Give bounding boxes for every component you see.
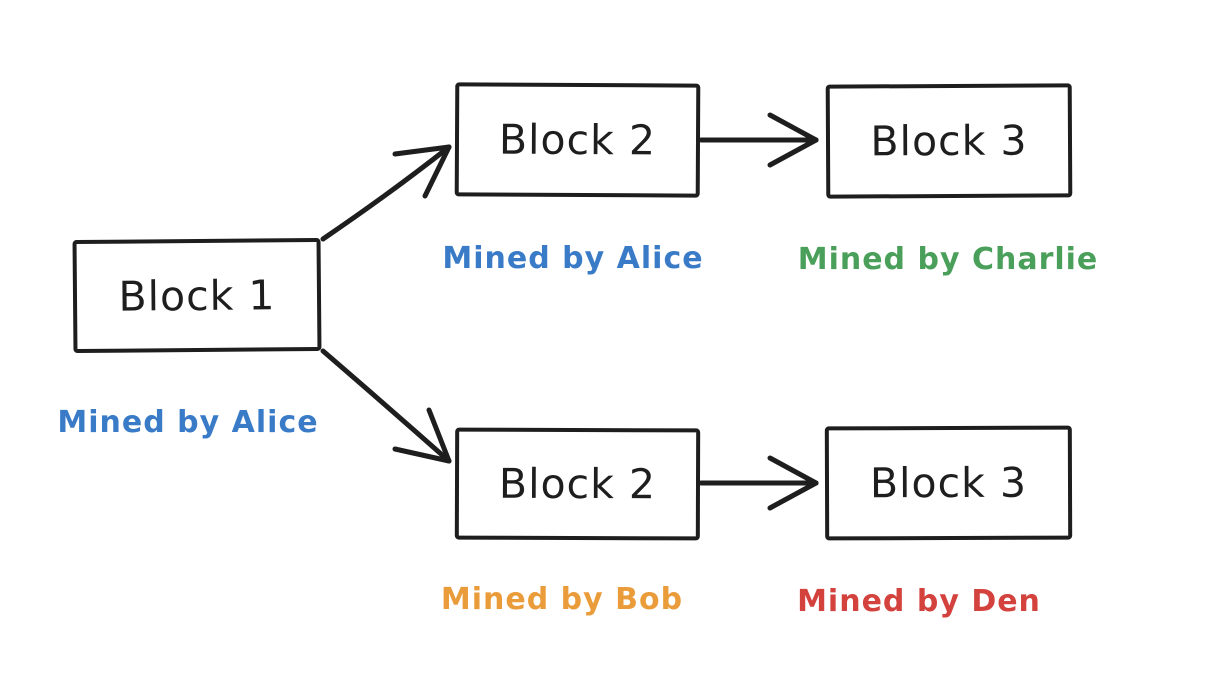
arrow-block2-top-to-block3-top bbox=[698, 112, 819, 168]
miner-label-block-1: Mined by Alice bbox=[57, 405, 319, 440]
miner-label-block-2-bottom: Mined by Bob bbox=[440, 582, 684, 617]
arrow-block1-to-block2-top bbox=[320, 144, 452, 242]
node-block-2-bottom-label: Block 2 bbox=[498, 459, 657, 509]
arrow-block2-bottom-to-block3-bottom bbox=[698, 455, 819, 511]
node-block-2-top: Block 2 bbox=[454, 82, 701, 198]
node-block-2-top-label: Block 2 bbox=[498, 115, 657, 165]
node-block-2-bottom: Block 2 bbox=[454, 427, 701, 541]
node-block-1: Block 1 bbox=[72, 237, 322, 354]
node-block-3-bottom: Block 3 bbox=[824, 425, 1073, 541]
miner-label-block-2-top: Mined by Alice bbox=[442, 241, 704, 276]
miner-label-block-3-top: Mined by Charlie bbox=[797, 242, 1099, 277]
miner-label-block-3-bottom: Mined by Den bbox=[797, 584, 1041, 619]
node-block-3-bottom-label: Block 3 bbox=[869, 458, 1028, 508]
node-block-3-top: Block 3 bbox=[825, 83, 1073, 199]
node-block-3-top-label: Block 3 bbox=[870, 116, 1028, 166]
arrow-block1-to-block2-bottom bbox=[320, 348, 452, 464]
node-block-1-label: Block 1 bbox=[118, 270, 276, 321]
